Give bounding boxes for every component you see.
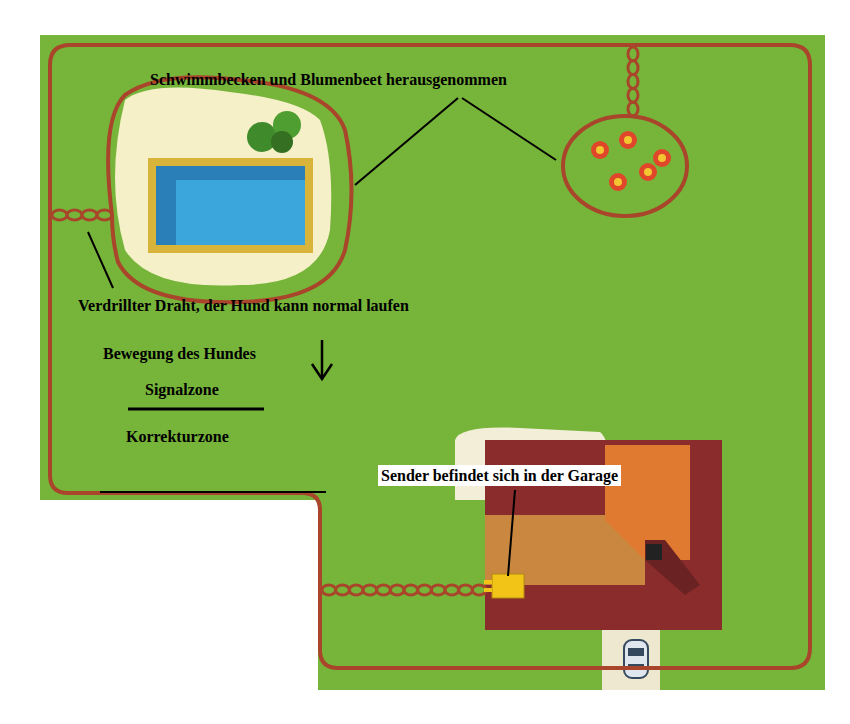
annotation-label: Sender befindet sich in der Garage bbox=[378, 465, 621, 486]
twisted-wire bbox=[52, 47, 638, 595]
wire-twist bbox=[445, 585, 459, 595]
pool-border bbox=[148, 158, 313, 253]
wire-twist bbox=[52, 210, 67, 220]
pool-water bbox=[156, 166, 305, 245]
zone-divider bbox=[100, 491, 326, 493]
wire-twist bbox=[628, 61, 638, 75]
leader-line bbox=[88, 232, 113, 288]
wire-twist bbox=[404, 585, 418, 595]
wire-twist bbox=[472, 585, 486, 595]
wire-twist bbox=[363, 585, 377, 595]
car bbox=[624, 640, 648, 678]
leader-line bbox=[508, 490, 515, 576]
zone-divider bbox=[128, 408, 264, 411]
chimney-shadow bbox=[645, 540, 700, 595]
wire-twist bbox=[349, 585, 363, 595]
driveway bbox=[602, 628, 660, 690]
chimney bbox=[646, 544, 662, 560]
wire-twist bbox=[97, 210, 112, 220]
wire-twist bbox=[390, 585, 404, 595]
boundary-wire bbox=[50, 45, 810, 668]
pool-edge bbox=[156, 166, 305, 180]
wire-twist bbox=[628, 75, 638, 89]
tree bbox=[271, 131, 293, 153]
transmitter-plug bbox=[484, 588, 492, 592]
wire-twist bbox=[418, 585, 432, 595]
pool-deck bbox=[115, 88, 331, 286]
wire-twist bbox=[82, 210, 97, 220]
annotation-label: Schwimmbecken und Blumenbeet herausgenom… bbox=[150, 70, 507, 89]
wire-twist bbox=[628, 47, 638, 61]
wire-twist bbox=[628, 88, 638, 102]
wire-twist bbox=[336, 585, 350, 595]
movement-arrow bbox=[312, 340, 332, 379]
wire-twist bbox=[431, 585, 445, 595]
annotation-label: Bewegung des Hundes bbox=[103, 344, 256, 363]
lawn bbox=[40, 35, 825, 690]
annotation-label: Verdrillter Draht, der Hund kann normal … bbox=[78, 296, 409, 315]
annotation-label: Signalzone bbox=[145, 380, 219, 399]
pool-exclusion-wire bbox=[108, 77, 351, 302]
wire-twist bbox=[377, 585, 391, 595]
wire-twist bbox=[459, 585, 473, 595]
pool-edge bbox=[156, 166, 176, 245]
transmitter-plug bbox=[484, 580, 492, 584]
leader-line bbox=[355, 98, 458, 185]
leader-line bbox=[462, 98, 556, 160]
transmitter bbox=[492, 574, 524, 598]
wire-twist bbox=[67, 210, 82, 220]
wire-twist bbox=[322, 585, 336, 595]
wire-twist bbox=[628, 102, 638, 116]
annotation-label: Korrekturzone bbox=[126, 427, 229, 446]
flowerbed-exclusion-wire bbox=[563, 116, 687, 216]
flowers bbox=[591, 131, 671, 191]
